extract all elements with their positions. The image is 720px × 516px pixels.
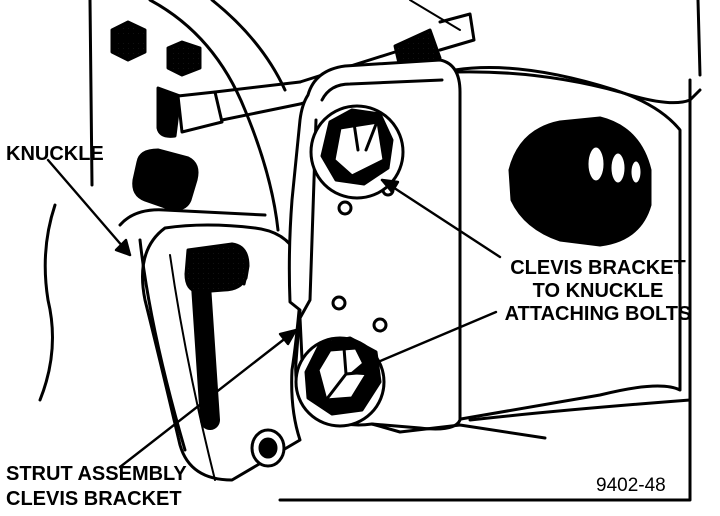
knuckle-stud [184,242,250,294]
upper-attaching-bolt [309,104,405,200]
lower-bolt-arrowhead [350,360,370,376]
lower-washer [250,428,286,468]
upper-bolt-arrowhead [380,178,400,194]
clevis-bolts-label-line1: CLEVIS BRACKET [510,257,686,279]
clevis-bolts-label-line3: ATTACHING BOLTS [504,303,692,325]
upper-nut-2 [166,40,202,77]
figure-number: 9402-48 [596,475,666,496]
strut-leader [118,328,298,469]
clevis-bolts-label-line2: TO KNUCKLE [532,280,664,302]
leader-lines [46,158,502,469]
strut-label-line1: STRUT ASSEMBLY [6,463,187,485]
knuckle-leader [46,158,132,257]
strut-arrowhead [278,328,298,346]
lower-bolt-leader [350,310,498,375]
knuckle-body [118,208,302,482]
lower-attaching-bolt [294,336,386,428]
upper-nut-1 [110,20,147,62]
knuckle-arrowhead [114,238,132,257]
grommet [132,148,199,211]
strut-label-line2: CLEVIS BRACKET [6,488,182,510]
knuckle-label: KNUCKLE [6,143,104,165]
hub-background [38,0,287,402]
strut-body [278,0,702,502]
upper-bolt-leader [380,178,502,259]
